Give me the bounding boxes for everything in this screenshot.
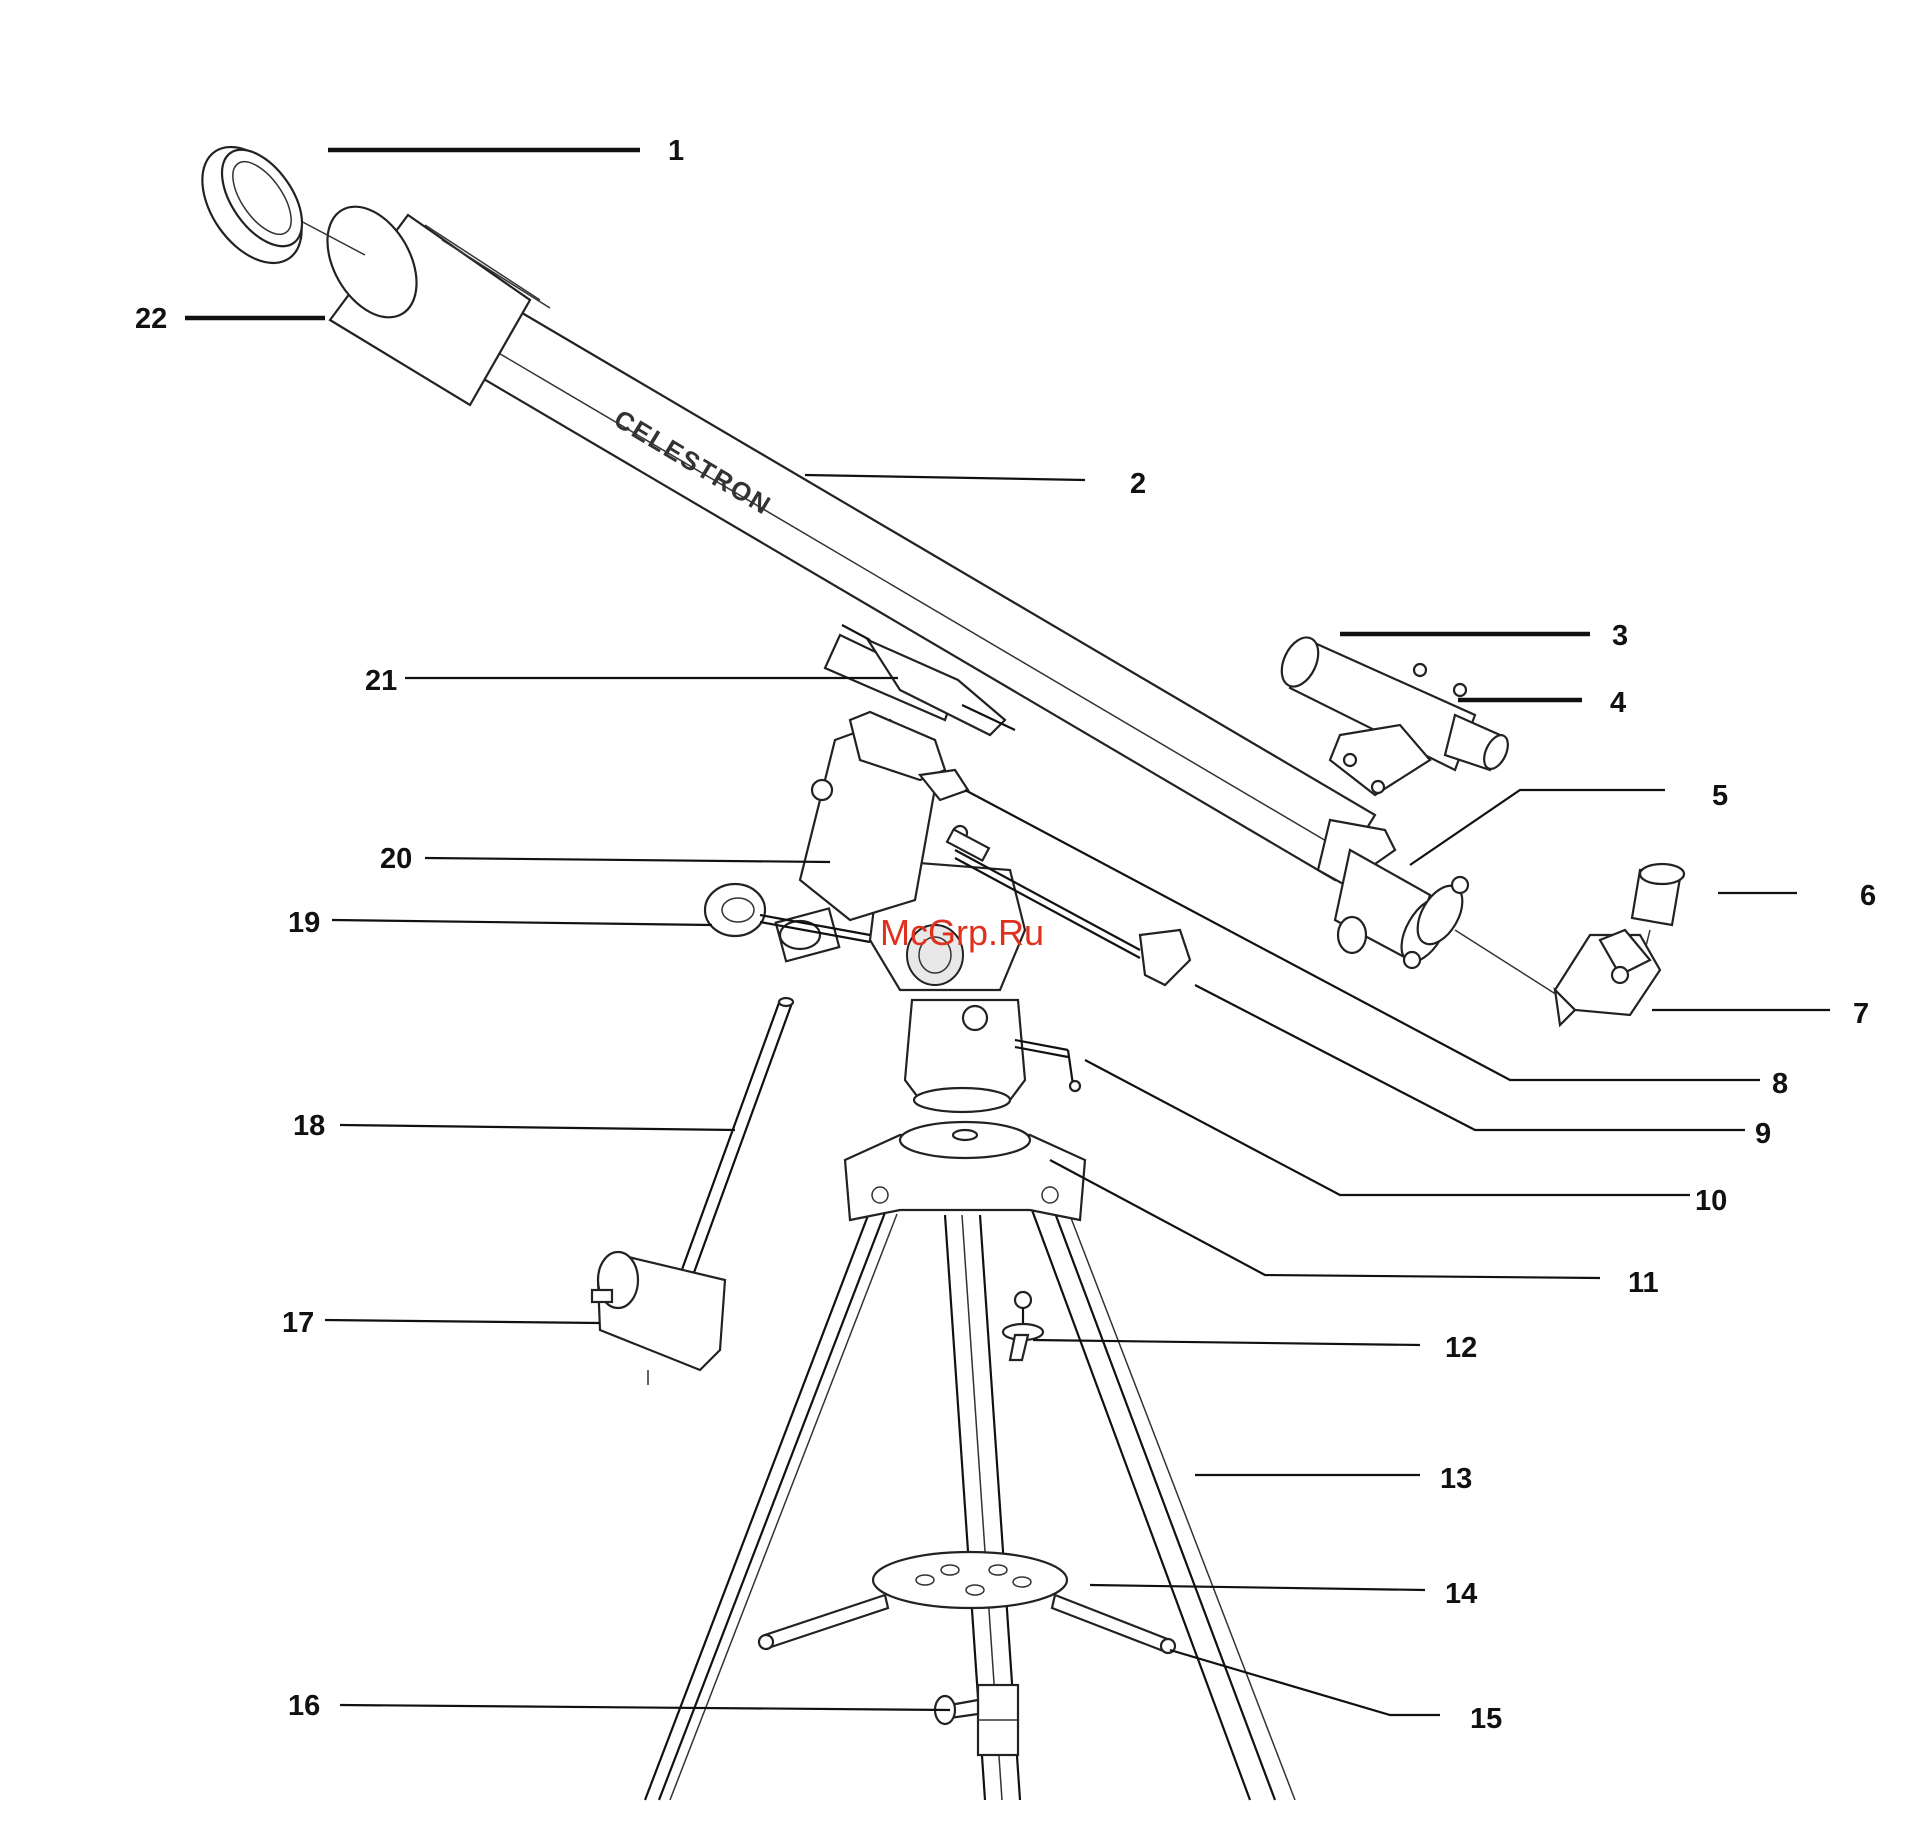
tripod-leg-right [1032,1205,1295,1800]
tripod-head [845,1122,1085,1220]
leader-11 [1050,1160,1600,1278]
leader-5 [1410,790,1665,865]
callout-10: 10 [1695,1185,1727,1217]
callout-12: 12 [1445,1332,1477,1364]
leader-16 [340,1705,950,1710]
callout-14: 14 [1445,1578,1477,1610]
callout-17: 17 [282,1307,314,1339]
leader-14 [1090,1585,1425,1590]
leader-19 [332,920,712,925]
callout-4: 4 [1610,687,1626,719]
leader-17 [325,1320,600,1323]
leg-clamp [935,1685,1018,1755]
callout-7: 7 [1853,998,1869,1030]
leader-2 [805,475,1085,480]
finderscope [1275,632,1513,795]
callout-19: 19 [288,907,320,939]
leg-lock-knob [1003,1292,1043,1360]
counterweight-shaft [680,998,793,1278]
counterweight [592,1252,725,1385]
callout-22: 22 [135,303,167,335]
watermark: McGrp.Ru [880,912,1044,953]
leader-18 [340,1125,735,1130]
callout-1: 1 [668,135,684,167]
callout-9: 9 [1755,1118,1771,1150]
callout-21: 21 [365,665,397,697]
callout-2: 2 [1130,468,1146,500]
accessory-tray [873,1552,1067,1608]
callout-15: 15 [1470,1703,1502,1735]
callout-18: 18 [293,1110,325,1142]
callout-8: 8 [1772,1068,1788,1100]
callout-6: 6 [1860,880,1876,912]
leader-20 [425,858,830,862]
callout-11: 11 [1628,1267,1659,1299]
leader-15 [1170,1650,1440,1715]
lens-cap [182,129,322,281]
callout-13: 13 [1440,1463,1472,1495]
callout-3: 3 [1612,620,1628,652]
callout-16: 16 [288,1690,320,1722]
callout-5: 5 [1712,780,1728,812]
callout-20: 20 [380,843,412,875]
tripod [645,1122,1295,1800]
star-diagonal [1555,930,1660,1025]
leader-12 [1033,1340,1420,1345]
